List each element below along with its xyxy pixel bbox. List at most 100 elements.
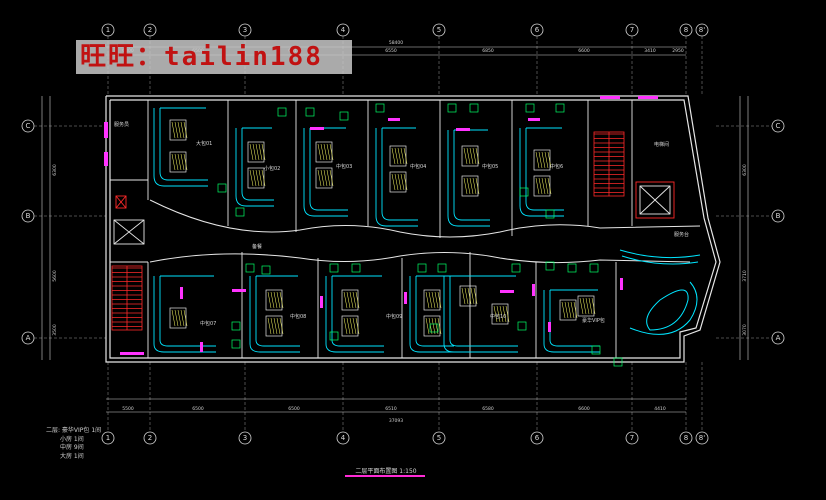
elevator-left [113,195,145,245]
dim-left-1: 5600 [52,270,58,282]
door-mark [548,322,551,332]
door-mark [120,352,144,355]
svg-text:B: B [26,212,31,220]
fixture [545,261,555,271]
dim-top-3: 6550 [385,48,397,54]
svg-text:6: 6 [535,26,540,34]
building-outline [105,95,721,363]
sofa [153,275,216,353]
sofa [519,127,564,217]
drawing-title-underline [345,475,425,477]
svg-text:2: 2 [148,434,152,442]
dining-table [247,141,266,163]
dining-table [459,285,478,307]
dining-table [577,295,596,317]
sofa [303,127,348,217]
dim-top-5: 6600 [578,48,590,54]
fixtures [217,103,623,367]
fixture [429,323,439,333]
svg-text:8': 8' [699,26,705,34]
dim-bottom-6: 4410 [654,406,666,412]
stair-left [111,265,143,331]
service-desk-curve [619,249,701,335]
label-room-06: 中包6 [550,163,563,170]
door-mark [532,284,535,296]
dining-table [491,303,510,325]
label-vip-room: 豪华VIP包 [582,317,605,324]
dining-table [559,299,578,321]
label-electric-room: 电梯间 [654,141,669,148]
sofa [325,275,384,353]
fixture [469,103,479,113]
label-staff-room: 服务员 [114,121,129,128]
door-mark [104,122,108,138]
dining-table [265,289,284,311]
corridor-walls [149,199,701,264]
label-pantry: 备餐 [252,243,262,250]
dining-table [533,149,552,171]
dim-right-0: 6300 [742,164,748,176]
label-service-desk: 服务台 [674,231,689,238]
dim-top-7: 2950 [672,48,684,54]
sofa [409,275,454,353]
axis-bubble-col-9: 8' [695,431,709,445]
label-room-05: 中包05 [482,163,498,170]
svg-text:A: A [26,334,31,342]
svg-text:1: 1 [106,26,110,34]
door-mark [620,278,623,290]
axis-bubble-col-7: 7 [625,431,639,445]
dining-tables [169,119,596,337]
svg-text:B: B [776,212,781,220]
fixture [217,183,227,193]
dining-table [389,171,408,193]
axis-bubble-col-1: 1 [101,431,115,445]
dining-table [315,141,334,163]
fixture [329,263,339,273]
room-partitions [110,100,633,358]
fixture [525,103,535,113]
axis-bubble-col-5: 5 [432,23,446,37]
door-marks [104,96,658,355]
room-labels: 大包01 小包02 中包03 中包04 中包05 中包6 中包07 中包08 中… [114,121,689,327]
svg-text:7: 7 [630,26,634,34]
fixture [511,263,521,273]
fixture [351,263,361,273]
legend-line: 中房 9间 [60,444,84,451]
dim-bottom-3: 6510 [385,406,397,412]
svg-text:5: 5 [437,26,441,34]
axis-bubble-row-C: C [21,119,35,133]
sofa [443,275,518,353]
dining-table [169,119,188,141]
axis-bubble-col-2: 2 [143,23,157,37]
door-mark [600,96,620,99]
svg-text:6: 6 [535,434,540,442]
fixture [277,107,287,117]
fixture [417,263,427,273]
dim-right-2: 3070 [742,324,748,336]
fixture [339,111,349,121]
fixture [329,331,339,341]
axis-bubble-col-7: 7 [625,23,639,37]
dining-table [461,175,480,197]
label-room-03: 中包03 [336,163,352,170]
door-mark [232,289,246,292]
door-mark [528,118,540,121]
dim-top-6: 3410 [644,48,656,54]
door-mark [500,290,514,293]
fixture [235,207,245,217]
axis-bubble-col-2: 2 [143,431,157,445]
dim-left-0: 6300 [52,164,58,176]
axis-bubble-col-4: 4 [336,23,350,37]
dining-table [341,315,360,337]
fixture [567,263,577,273]
label-room-08: 中包08 [290,313,306,320]
legend-line: 二层: 豪华VIP包 1间 [46,427,102,434]
sofa-group [153,107,600,353]
sofa [249,275,300,353]
dim-bottom-5: 6600 [578,406,590,412]
axis-bubble-col-6: 6 [530,23,544,37]
axis-bubble-row-A: A [771,331,785,345]
dim-bottom-total: 37093 [389,418,403,424]
dining-table [423,315,442,337]
fixture [375,103,385,113]
